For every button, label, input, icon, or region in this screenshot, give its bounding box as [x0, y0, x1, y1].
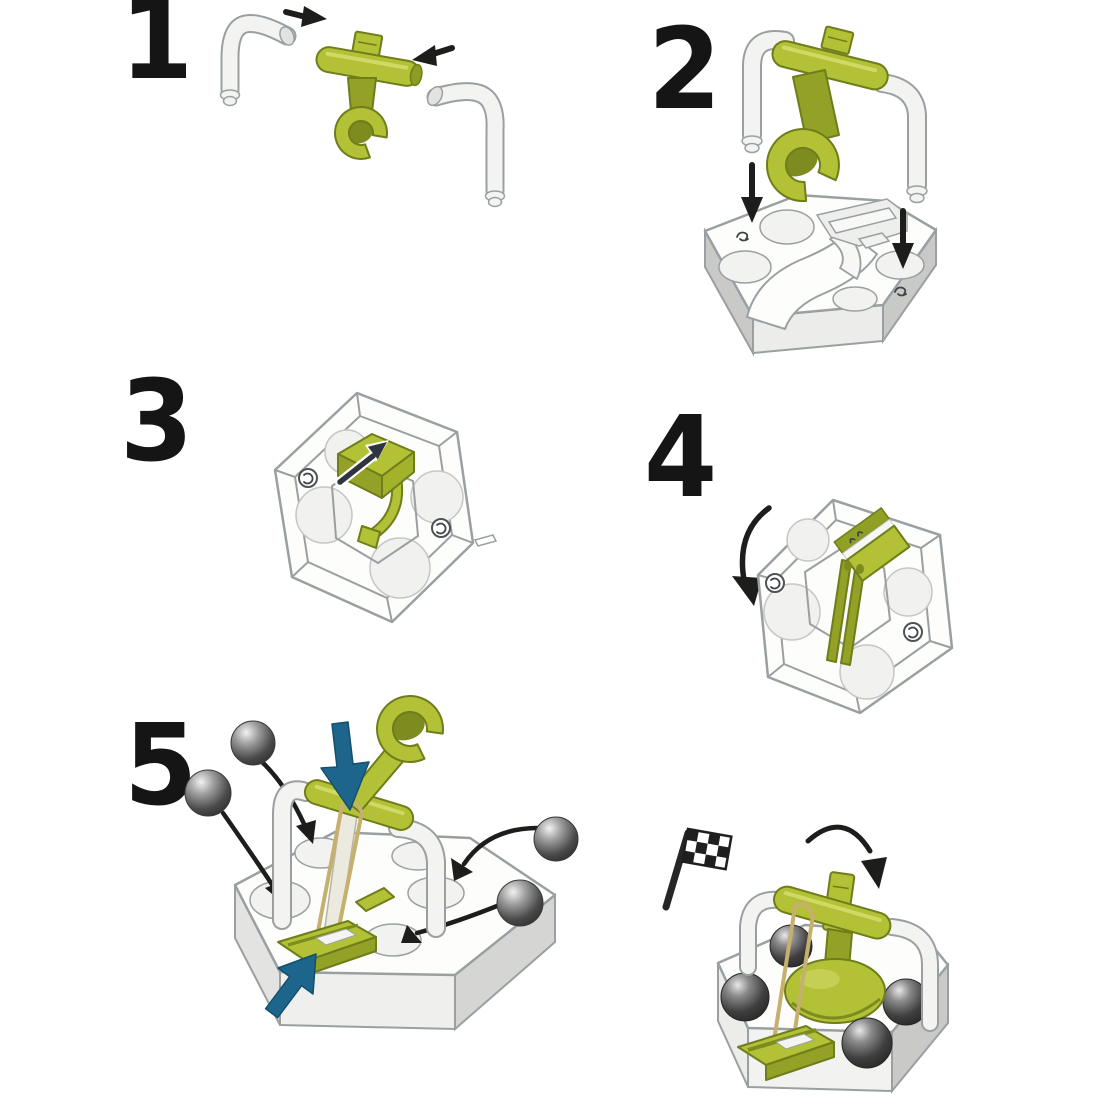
trigger-wedge — [355, 887, 395, 912]
finished-assembly — [737, 871, 939, 1081]
press-arrow-bottom-icon — [264, 953, 317, 1019]
hammer-cup — [765, 128, 840, 202]
press-arrow-top-icon — [320, 721, 370, 811]
insert-arrow-right-icon — [412, 45, 455, 66]
step-1-panel: 1 — [0, 0, 560, 260]
hex-tile — [703, 193, 938, 357]
tile-underside-view — [273, 391, 498, 624]
flip-arrow-icon — [732, 505, 772, 606]
screw-lock-icon — [765, 573, 785, 593]
finish-arrow-icon — [805, 824, 887, 889]
step-3-illustration — [273, 391, 498, 624]
drop-arrow-left-icon — [741, 162, 763, 223]
tube-left — [219, 14, 297, 107]
marble-path-arrow-icon — [451, 825, 541, 881]
marble — [230, 720, 276, 766]
tile-mark-glyph — [736, 231, 749, 242]
step-1-number: 1 — [120, 0, 193, 105]
marble — [533, 816, 579, 862]
step-4-illustration — [732, 498, 954, 715]
hammer-cup — [376, 695, 445, 764]
base-latch — [277, 920, 377, 976]
hammer-clip-part — [315, 30, 423, 160]
gantry-assembly — [741, 25, 928, 204]
slide-arrow-icon — [335, 440, 389, 487]
step-2-panel: 2 — [560, 0, 1120, 400]
tile-underside-view — [756, 498, 954, 715]
step-4-number: 4 — [644, 393, 717, 523]
marble — [184, 769, 232, 817]
marble — [720, 972, 770, 1022]
checkered-flag-icon — [662, 827, 733, 911]
screw-lock-icon — [903, 622, 923, 642]
step-5-panel: 5 — [0, 680, 620, 1120]
base-latch — [737, 1025, 835, 1081]
final-step-panel — [560, 760, 1120, 1120]
step-3-panel: 3 — [0, 360, 560, 680]
step-5-illustration — [184, 695, 579, 1032]
step-4-panel: 4 — [560, 400, 1120, 730]
step-2-illustration — [703, 25, 938, 357]
final-step-illustration — [662, 824, 950, 1094]
step-3-number: 3 — [120, 357, 193, 487]
marble — [496, 879, 544, 927]
tube-right — [426, 82, 506, 208]
seated-hammer-plate — [826, 506, 911, 666]
screw-lock-icon — [431, 518, 451, 538]
marble-path-arrow-icon — [401, 901, 505, 943]
step-2-number: 2 — [648, 5, 721, 135]
screw-lock-icon — [298, 468, 318, 488]
step-5-number: 5 — [124, 701, 197, 831]
armed-hammer-assembly — [272, 695, 446, 976]
tile-mark-glyph — [894, 286, 907, 297]
insert-slot — [815, 198, 908, 249]
drop-arrow-right-icon — [892, 208, 914, 269]
marble — [841, 1017, 893, 1069]
insert-arrow-left-icon — [283, 6, 327, 27]
step-1-illustration — [219, 6, 506, 208]
